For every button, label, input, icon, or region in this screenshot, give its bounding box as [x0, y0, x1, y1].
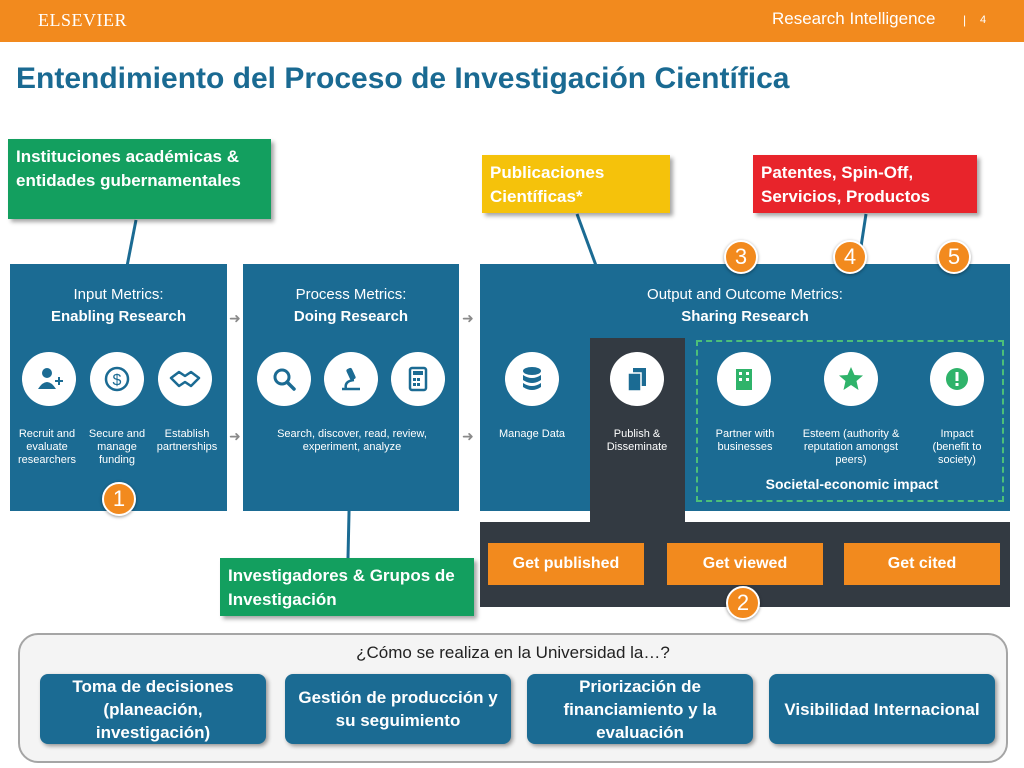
label-manage-data: Manage Data: [498, 428, 566, 440]
handshake-icon: [158, 352, 212, 406]
page-number: 4: [980, 14, 987, 26]
dollar-icon: $: [90, 352, 144, 406]
label-process-caption: Search, discover, read, review, experime…: [277, 428, 427, 453]
panel-process-metrics: Process Metrics: Doing Research Search, …: [243, 264, 459, 511]
callout-institutions: Instituciones académicas & entidades gub…: [8, 139, 271, 219]
callout-researchers: Investigadores & Grupos de Investigación: [220, 558, 474, 616]
header-separator: |: [963, 13, 967, 27]
panel-output-line2: Sharing Research: [681, 308, 809, 325]
search-icon: [257, 352, 311, 406]
callout-patents: Patentes, Spin-Off, Servicios, Productos: [753, 155, 977, 213]
database-icon: [505, 352, 559, 406]
arrow-right-icon: ➜: [229, 310, 241, 326]
documents-icon: [610, 352, 664, 406]
label-publish: Publish & Disseminate: [606, 428, 668, 453]
number-badge-2: 2: [726, 586, 760, 620]
label-partnerships: Establish partnerships: [156, 428, 218, 453]
add-person-icon: [22, 352, 76, 406]
label-societal: Societal-economic impact: [765, 476, 939, 492]
label-esteem: Esteem (authority & reputation amongst p…: [802, 428, 900, 466]
get-published-label: Get published: [488, 543, 644, 585]
arrow-right-icon: ➜: [462, 310, 474, 326]
panel-input-title: Input Metrics: Enabling Research: [10, 284, 227, 328]
box-funding-prioritization: Priorización de financiamiento y la eval…: [527, 674, 753, 744]
microscope-icon: [324, 352, 378, 406]
panel-process-line2: Doing Research: [293, 308, 409, 325]
brand-label: Research Intelligence: [772, 9, 936, 28]
elsevier-logo: ELSEVIER: [38, 10, 127, 30]
panel-output-metrics: Output and Outcome Metrics: Sharing Rese…: [480, 264, 1010, 511]
box-production-tracking: Gestión de producción y su seguimiento: [285, 674, 511, 744]
arrow-right-icon: ➜: [229, 428, 241, 444]
building-icon: [717, 352, 771, 406]
header-bar: [0, 0, 1024, 42]
number-badge-4: 4: [833, 240, 867, 274]
panel-output-line1: Output and Outcome Metrics:: [647, 286, 843, 303]
box-decision-making: Toma de decisiones (planeación, investig…: [40, 674, 266, 744]
societal-impact-box: [696, 340, 1004, 502]
label-partner: Partner with businesses: [715, 428, 775, 453]
number-badge-1: 1: [102, 482, 136, 516]
arrow-right-icon: ➜: [462, 428, 474, 444]
number-badge-5: 5: [937, 240, 971, 274]
get-cited-label: Get cited: [844, 543, 1000, 585]
svg-text:$: $: [113, 372, 122, 389]
star-icon: [824, 352, 878, 406]
panel-input-line1: Input Metrics:: [73, 286, 164, 303]
page-title: Entendimiento del Proceso de Investigaci…: [16, 62, 790, 95]
bottom-question: ¿Cómo se realiza en la Universidad la…?: [356, 643, 670, 662]
panel-process-line1: Process Metrics:: [295, 286, 407, 303]
panel-process-title: Process Metrics: Doing Research: [243, 284, 459, 328]
alert-icon: [930, 352, 984, 406]
label-funding: Secure and manage funding: [88, 428, 146, 466]
label-impact: Impact (benefit to society): [932, 428, 982, 466]
panel-input-metrics: Input Metrics: Enabling Research $ Recru…: [10, 264, 227, 511]
callout-publications: Publicaciones Científicas*: [482, 155, 670, 213]
panel-input-line2: Enabling Research: [50, 308, 187, 325]
label-recruit: Recruit and evaluate researchers: [17, 428, 77, 466]
box-international-visibility: Visibilidad Internacional: [769, 674, 995, 744]
calculator-icon: [391, 352, 445, 406]
number-badge-3: 3: [724, 240, 758, 274]
get-viewed-label: Get viewed: [667, 543, 823, 585]
panel-output-title: Output and Outcome Metrics: Sharing Rese…: [480, 284, 1010, 328]
